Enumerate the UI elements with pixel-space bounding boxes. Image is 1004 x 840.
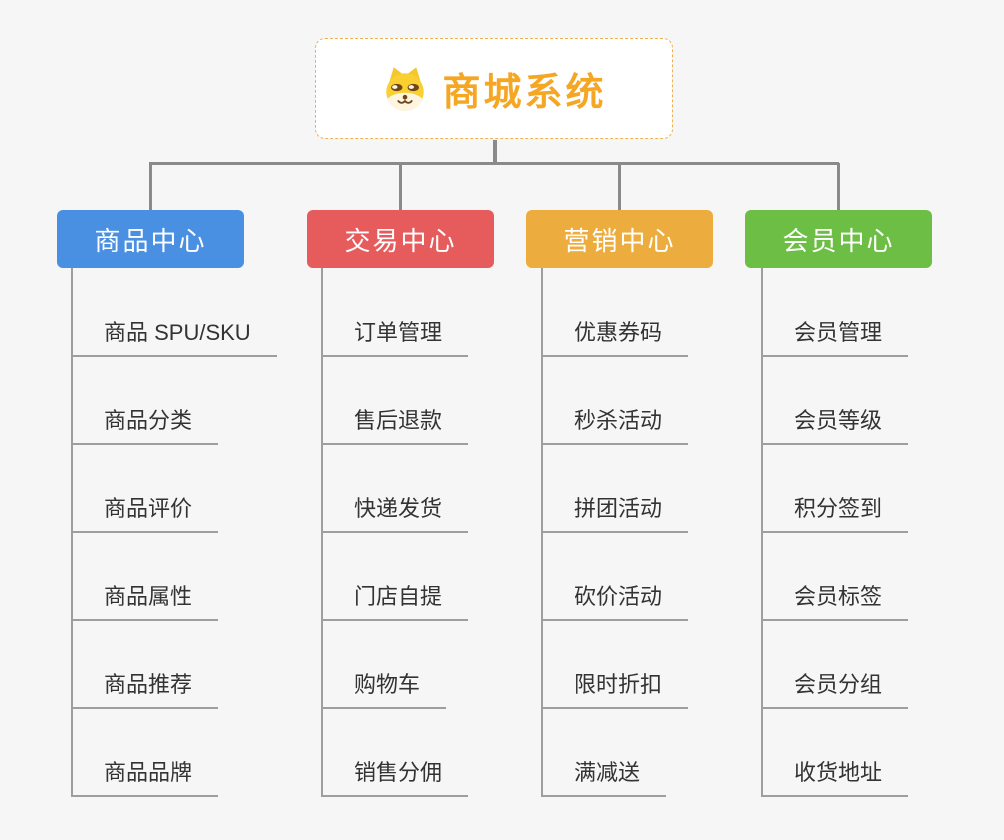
leaf-item[interactable]: 订单管理 bbox=[323, 268, 469, 357]
leaf-label: 商品 SPU/SKU bbox=[73, 315, 277, 357]
leaf-label: 商品分类 bbox=[73, 403, 219, 445]
connector-branch-stub bbox=[399, 163, 402, 210]
leaf-item[interactable]: 会员管理 bbox=[763, 268, 909, 357]
branch-trade-center[interactable]: 交易中心 bbox=[307, 210, 494, 268]
leaf-item[interactable]: 限时折扣 bbox=[543, 621, 689, 709]
leaf-item[interactable]: 快递发货 bbox=[323, 445, 469, 533]
leaf-label: 商品属性 bbox=[73, 579, 219, 621]
leaf-label: 商品评价 bbox=[73, 491, 219, 533]
leaf-item[interactable]: 收货地址 bbox=[763, 709, 909, 797]
leaf-label: 会员管理 bbox=[763, 315, 909, 357]
leaf-label: 秒杀活动 bbox=[543, 403, 689, 445]
branch-product-children: 商品 SPU/SKU 商品分类 商品评价 商品属性 商品推荐 商品品牌 bbox=[71, 268, 277, 797]
leaf-label: 订单管理 bbox=[323, 315, 469, 357]
leaf-item[interactable]: 商品 SPU/SKU bbox=[73, 268, 277, 357]
leaf-item[interactable]: 销售分佣 bbox=[323, 709, 469, 797]
branch-member-children: 会员管理 会员等级 积分签到 会员标签 会员分组 收货地址 bbox=[761, 268, 909, 797]
branch-product-center[interactable]: 商品中心 bbox=[57, 210, 244, 268]
leaf-label: 购物车 bbox=[323, 667, 447, 709]
branch-trade-children: 订单管理 售后退款 快递发货 门店自提 购物车 销售分佣 bbox=[321, 268, 469, 797]
leaf-item[interactable]: 会员分组 bbox=[763, 621, 909, 709]
leaf-item[interactable]: 会员等级 bbox=[763, 357, 909, 445]
leaf-label: 商品推荐 bbox=[73, 667, 219, 709]
leaf-item[interactable]: 会员标签 bbox=[763, 533, 909, 621]
leaf-item[interactable]: 商品属性 bbox=[73, 533, 277, 621]
leaf-item[interactable]: 门店自提 bbox=[323, 533, 469, 621]
leaf-item[interactable]: 商品评价 bbox=[73, 445, 277, 533]
leaf-label: 积分签到 bbox=[763, 491, 909, 533]
leaf-item[interactable]: 商品分类 bbox=[73, 357, 277, 445]
leaf-label: 快递发货 bbox=[323, 491, 469, 533]
leaf-item[interactable]: 购物车 bbox=[323, 621, 468, 709]
leaf-label: 砍价活动 bbox=[543, 579, 689, 621]
connector-branch-stub bbox=[618, 163, 621, 210]
leaf-label: 会员分组 bbox=[763, 667, 909, 709]
leaf-label: 满减送 bbox=[543, 755, 667, 797]
leaf-label: 优惠券码 bbox=[543, 315, 689, 357]
root-title: 商城系统 bbox=[442, 72, 607, 114]
leaf-item[interactable]: 满减送 bbox=[543, 709, 688, 797]
leaf-item[interactable]: 售后退款 bbox=[323, 357, 469, 445]
leaf-item[interactable]: 优惠券码 bbox=[543, 268, 689, 357]
branch-member-center[interactable]: 会员中心 bbox=[745, 210, 932, 268]
connector-horizontal bbox=[149, 162, 839, 165]
shiba-dog-icon bbox=[386, 66, 425, 111]
leaf-label: 会员等级 bbox=[763, 403, 909, 445]
leaf-label: 销售分佣 bbox=[323, 755, 469, 797]
leaf-item[interactable]: 砍价活动 bbox=[543, 533, 689, 621]
leaf-item[interactable]: 积分签到 bbox=[763, 445, 909, 533]
root-node[interactable]: 商城系统 bbox=[315, 38, 673, 139]
leaf-item[interactable]: 商品推荐 bbox=[73, 621, 277, 709]
leaf-item[interactable]: 商品品牌 bbox=[73, 709, 277, 797]
leaf-label: 门店自提 bbox=[323, 579, 469, 621]
connector-branch-stub bbox=[149, 163, 152, 210]
leaf-item[interactable]: 秒杀活动 bbox=[543, 357, 689, 445]
leaf-label: 售后退款 bbox=[323, 403, 469, 445]
branch-marketing-center[interactable]: 营销中心 bbox=[526, 210, 713, 268]
leaf-label: 商品品牌 bbox=[73, 755, 219, 797]
branch-marketing-children: 优惠券码 秒杀活动 拼团活动 砍价活动 限时折扣 满减送 bbox=[541, 268, 689, 797]
leaf-label: 会员标签 bbox=[763, 579, 909, 621]
connector-branch-stub bbox=[837, 163, 840, 210]
leaf-label: 拼团活动 bbox=[543, 491, 689, 533]
leaf-label: 限时折扣 bbox=[543, 667, 689, 709]
leaf-label: 收货地址 bbox=[763, 755, 909, 797]
connector-root-stub bbox=[493, 140, 497, 165]
leaf-item[interactable]: 拼团活动 bbox=[543, 445, 689, 533]
